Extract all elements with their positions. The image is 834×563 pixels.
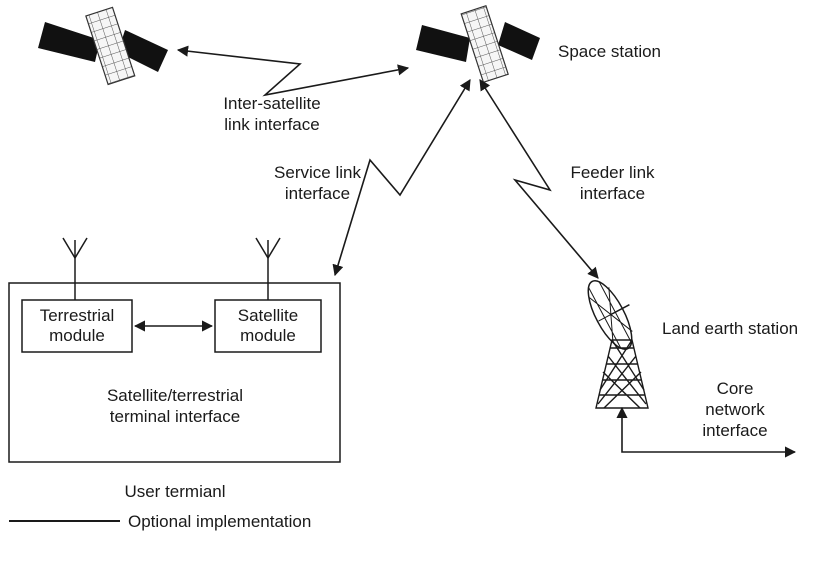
- core-network-arrow: [616, 406, 797, 458]
- service-link-arrow: [332, 79, 471, 277]
- antenna-left-icon: [62, 237, 88, 300]
- service-link-label: Service link interface: [255, 162, 380, 204]
- feeder-link-line-2: interface: [579, 184, 646, 203]
- satellite-line-1: Satellite: [237, 306, 299, 325]
- satellite-left-icon: [38, 6, 168, 86]
- service-link-line-2: interface: [284, 184, 351, 203]
- dish-antenna-icon: [587, 280, 633, 350]
- core-network-label: Core network interface: [685, 378, 785, 441]
- terminal-interface-line-2: terminal interface: [109, 407, 241, 426]
- core-line-1: Core: [716, 379, 754, 398]
- terrestrial-line-2: module: [49, 326, 105, 345]
- inter-satellite-link-arrow: [176, 45, 410, 97]
- legend-label: Optional implementation: [128, 512, 312, 531]
- feeder-link-arrow: [479, 79, 599, 279]
- inter-satellite-label: Inter-satellite link interface: [207, 93, 337, 135]
- feeder-link-line-1: Feeder link: [570, 163, 655, 182]
- satellite-module-box: [214, 299, 322, 353]
- terrestrial-module-box: [21, 299, 133, 353]
- user-terminal-label: User termianl: [124, 482, 226, 501]
- feeder-link-label: Feeder link interface: [555, 162, 670, 204]
- satellite-right-icon: [416, 5, 540, 84]
- terrestrial-module-label: Terrestrial module: [22, 306, 132, 346]
- terminal-interface-line-1: Satellite/terrestrial: [106, 386, 244, 405]
- antenna-right-icon: [255, 237, 281, 300]
- satellite-module-label: Satellite module: [215, 306, 321, 346]
- lattice-tower-icon: [595, 339, 649, 409]
- land-earth-station-label: Land earth station: [662, 319, 799, 338]
- terminal-interface-label: Satellite/terrestrial terminal interface: [60, 385, 290, 427]
- inter-satellite-line-1: Inter-satellite: [223, 94, 321, 113]
- inter-satellite-line-2: link interface: [224, 115, 320, 134]
- core-line-3: interface: [702, 421, 768, 440]
- terrestrial-line-1: Terrestrial: [39, 306, 115, 325]
- service-link-line-1: Service link: [274, 163, 361, 182]
- core-line-2: network: [705, 400, 765, 419]
- satellite-line-2: module: [240, 326, 296, 345]
- space-station-label: Space station: [558, 42, 662, 61]
- user-terminal-box: [8, 282, 341, 463]
